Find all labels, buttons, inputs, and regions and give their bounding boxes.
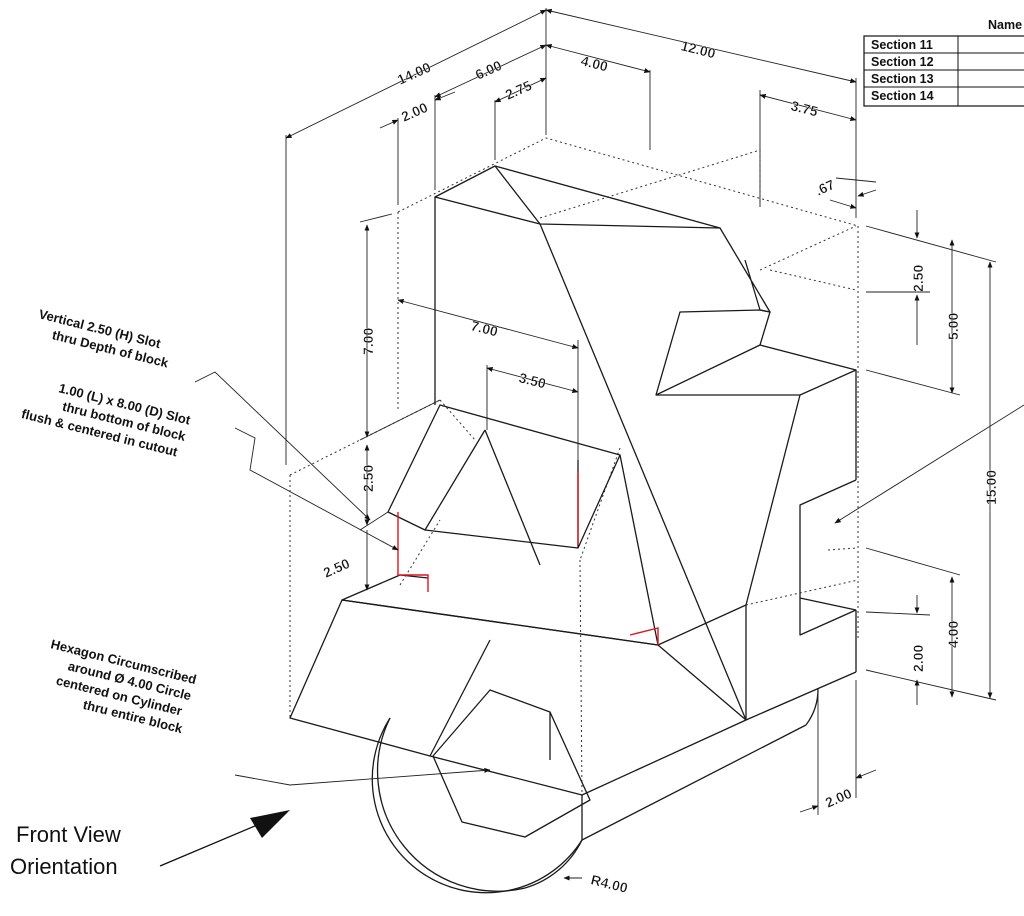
title-block-header: Name — [988, 18, 1022, 32]
dimension-labels: 14.00 6.00 2.00 2.75 4.00 12.00 3.75 .67… — [321, 37, 1000, 896]
dim-7-00-v: 7.00 — [360, 328, 376, 355]
dim-2-00-top: 2.00 — [399, 99, 431, 125]
dim-2-50-a: 2.50 — [360, 465, 376, 492]
note-hexagon: Hexagon Circumscribed around Ø 4.00 Circ… — [49, 636, 198, 736]
dim-4-00-top: 4.00 — [579, 52, 610, 74]
dim-67: .67 — [813, 176, 837, 199]
title-block: Name Section 11 Section 12 Section 13 Se… — [863, 18, 1024, 107]
dim-3-75: 3.75 — [789, 97, 820, 119]
dim-2-50-b: 2.50 — [321, 555, 353, 581]
title-row-4: Section 14 — [871, 89, 934, 103]
notes: Vertical 2.50 (H) Slot thru Depth of blo… — [20, 306, 198, 736]
dim-3-50: 3.50 — [517, 369, 548, 391]
dim-5-00: 5.00 — [945, 313, 961, 340]
note-bottom-slot: 1.00 (L) x 8.00 (D) Slot thru bottom of … — [20, 380, 193, 459]
dim-2-00-bottom: 2.00 — [823, 785, 855, 811]
part-outline — [289, 165, 857, 894]
note-vertical-slot: Vertical 2.50 (H) Slot thru Depth of blo… — [37, 306, 170, 370]
dim-2-00-right: 2.00 — [910, 645, 926, 672]
front-view-orientation: Front View Orientation — [10, 810, 290, 879]
dimension-lines — [285, 8, 997, 881]
dim-r4-00: R4.00 — [589, 871, 629, 896]
dim-15-00: 15.00 — [983, 470, 999, 505]
dim-7-00-h: 7.00 — [469, 317, 500, 339]
orientation-arrow-icon — [250, 810, 290, 838]
dim-14-00: 14.00 — [395, 59, 434, 88]
slot-red-lines — [397, 472, 659, 645]
orientation-line-2: Orientation — [10, 854, 118, 879]
dim-6-00: 6.00 — [473, 57, 505, 83]
dim-2-50-right: 2.50 — [910, 265, 926, 292]
dim-12-00: 12.00 — [679, 37, 717, 61]
title-row-1: Section 11 — [871, 38, 933, 52]
title-row-3: Section 13 — [871, 72, 934, 86]
orientation-line-1: Front View — [16, 822, 121, 847]
dim-2-75: 2.75 — [503, 77, 535, 103]
leaders — [194, 371, 1024, 786]
orientation-arrow-shaft — [159, 822, 263, 867]
title-row-2: Section 12 — [871, 55, 934, 69]
dim-4-00-right: 4.00 — [945, 621, 961, 648]
